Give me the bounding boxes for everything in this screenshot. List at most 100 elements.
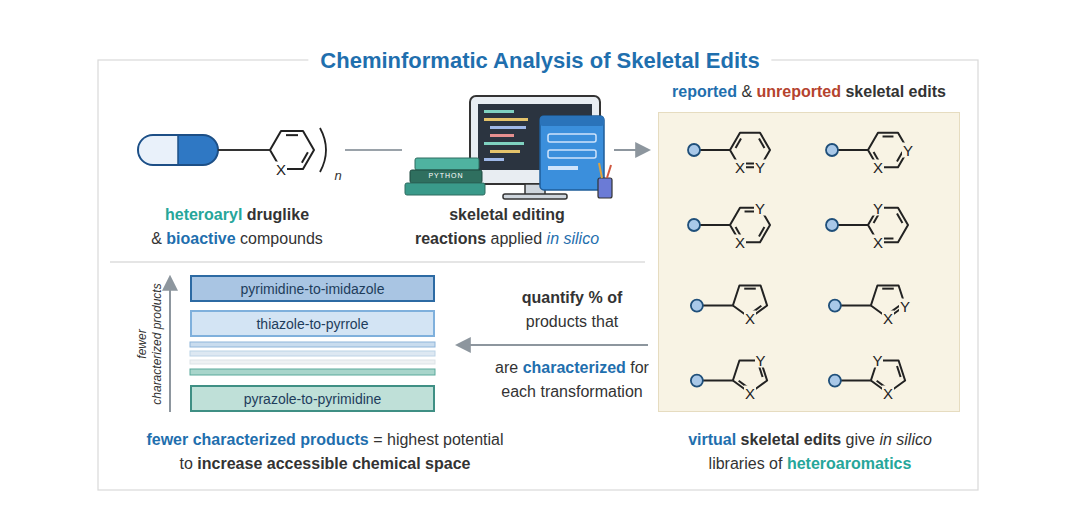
axis-arrow [170,278,171,412]
atom-label: Y [902,143,914,158]
word: pyrimidine-to-imidazole [241,281,385,297]
word: accessible [267,455,348,472]
word: reported [672,83,737,100]
word: edits [909,83,946,100]
attachment-dot [688,144,700,156]
minor-bar [190,342,435,375]
space [875,431,879,448]
pill-capsule [138,135,218,165]
double-bond [883,135,894,137]
book-stack [415,158,479,170]
word: products [150,283,164,329]
word: & [741,83,752,100]
computer-icon [548,150,596,158]
double-bond [882,288,894,290]
double-bond [759,139,764,148]
atom-label: X [882,311,894,326]
atom-label: Y [899,298,911,313]
space [752,83,756,100]
attachment-dot [829,375,841,387]
word: of [769,455,782,472]
axis-arrow [169,278,171,412]
word: products [526,313,587,330]
word: quantify [522,289,584,306]
word: transformation [540,383,642,400]
word: virtual [688,431,736,448]
connector-line [345,149,402,151]
word: % [588,289,602,306]
space [584,289,588,306]
computer-icon [484,110,514,113]
space [841,83,845,100]
word: chemical [352,455,420,472]
space [542,230,546,247]
bar-label: pyrazole-to-pyrimidine [244,391,382,407]
double-bond [744,288,756,290]
space [603,289,607,306]
book-stack [405,158,485,195]
computer-icon [548,166,578,170]
space [193,455,197,472]
space [369,431,373,448]
word: edits [804,431,841,448]
library-caption: virtual skeletal edits give in silico li… [650,428,970,476]
word: skeletal [845,83,904,100]
result-bar: thiazole-to-pyrrole [190,310,435,337]
outer-frame [98,60,978,490]
bar-label: pyrimidine-to-imidazole [241,281,385,297]
word: that [592,313,619,330]
computer-icon [490,134,514,137]
atom-label: Y [755,353,767,368]
space [841,431,845,448]
word: editing [512,206,564,223]
computer-icon [598,178,612,198]
word: characterized [523,359,626,376]
double-bond [302,152,308,162]
book-stack [410,170,482,183]
attachment-dot [691,300,703,312]
space [421,455,425,472]
space [162,230,166,247]
word: heteroaryl [165,206,242,223]
outer-frame [98,60,978,490]
atom-label: Y [754,160,766,175]
space [587,313,591,330]
ring-structures [658,112,960,412]
word: space [425,455,470,472]
minor-bar [190,369,435,375]
double-bond [897,366,901,377]
computer-icon [470,96,612,199]
book-stack [405,183,485,195]
space [736,431,740,448]
computer-icon [540,116,604,190]
pill-capsule [139,136,178,164]
word: heteroaromatics [787,455,912,472]
atom-label: X [744,386,756,401]
word: of [607,289,622,306]
word: libraries [709,455,765,472]
connector-line [614,149,648,151]
space [892,431,896,448]
minor-bar [190,360,435,364]
flow-arrow [458,344,648,346]
double-bond [736,139,741,148]
word: characterized [193,431,296,448]
minor-bar [190,342,435,347]
space [536,383,540,400]
word: fewer [146,431,188,448]
book-label: PYTHON [416,172,476,180]
result-bar: pyrazole-to-pyrimidine [190,385,435,412]
space [150,329,164,332]
ring-structures [688,133,908,393]
word: each [501,383,536,400]
word: for [630,359,649,376]
atom-label: X [882,386,894,401]
ring-size-label: n [331,166,345,186]
computer-icon [548,134,596,142]
space [188,431,192,448]
divider-line [110,261,645,263]
input-caption: heteroaryl druglike & bioactive compound… [117,203,357,251]
double-bond [883,238,894,240]
ring-bracket [320,128,326,172]
double-bond [286,134,298,136]
